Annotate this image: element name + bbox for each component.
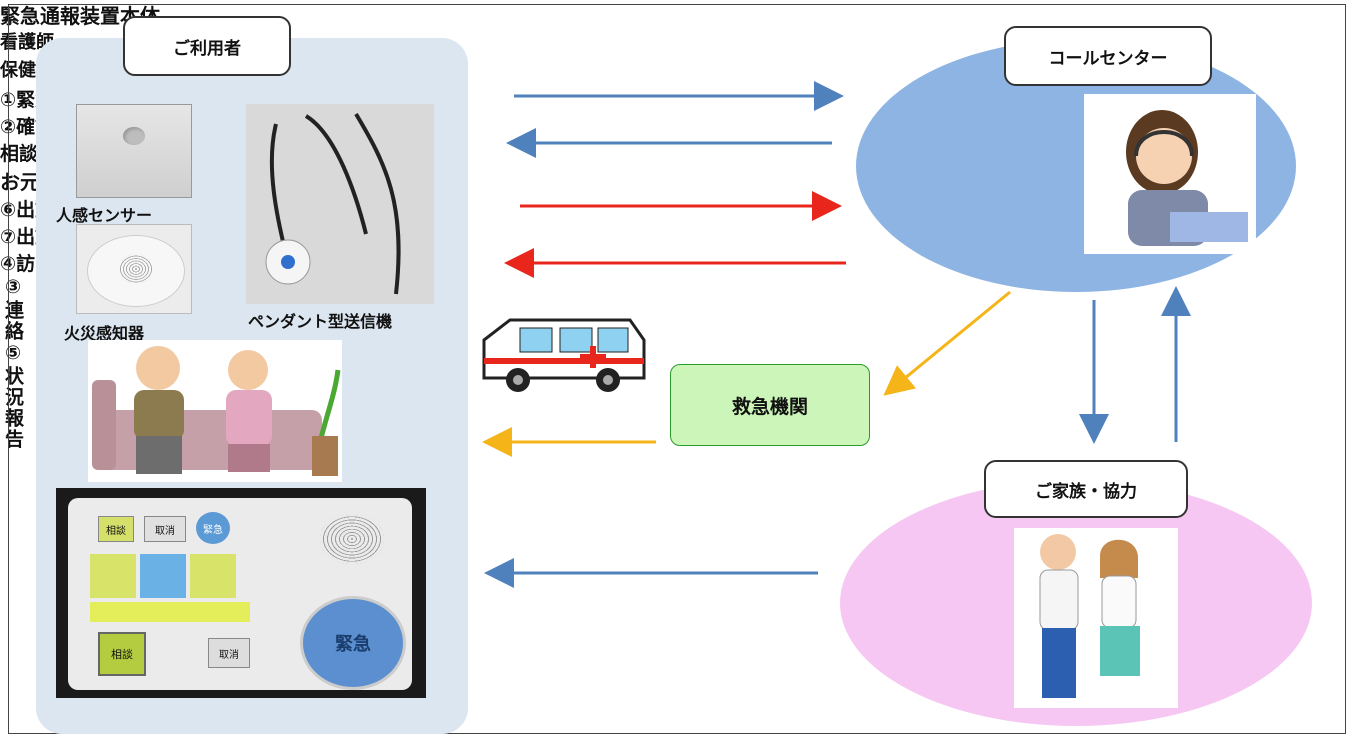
fire-detector-image: [76, 224, 192, 314]
family-title: ご家族・協力: [984, 460, 1188, 518]
emergency-agency-label: 救急機関: [731, 395, 808, 418]
operator-image: [1084, 94, 1256, 254]
pendant-caption: ペンダント型送信機: [248, 312, 393, 331]
device-consult-button-large: 相談: [98, 632, 146, 676]
pendant-transmitter-image: [246, 104, 434, 304]
ambulance-icon: [480, 310, 650, 394]
emergency-device-image: 相談 取消 緊急 相談 取消 緊急: [56, 488, 426, 698]
family-people-image: [1014, 528, 1178, 708]
device-cancel-button-large: 取消: [208, 638, 250, 668]
motion-sensor-caption: 人感センサー: [56, 206, 153, 225]
device-emergency-small-button: 緊急: [196, 512, 230, 544]
elderly-couple-image: [88, 340, 342, 482]
call-center-title: コールセンター: [1004, 26, 1212, 86]
user-panel-title: ご利用者: [123, 16, 291, 76]
arrow-5-label: ⑤状況報告: [2, 342, 24, 450]
fire-detector-caption: 火災感知器: [64, 324, 145, 343]
device-consult-button: 相談: [98, 516, 134, 542]
motion-sensor-image: [76, 104, 192, 198]
emergency-agency-box: 救急機関: [670, 364, 870, 446]
device-emergency-big-button: 緊急: [300, 596, 406, 690]
diagram-frame: [8, 4, 1346, 734]
arrow-3-label: ③連絡: [2, 276, 24, 342]
arrow-6-dispatch-request: [883, 290, 1011, 396]
device-cancel-button: 取消: [144, 516, 186, 542]
